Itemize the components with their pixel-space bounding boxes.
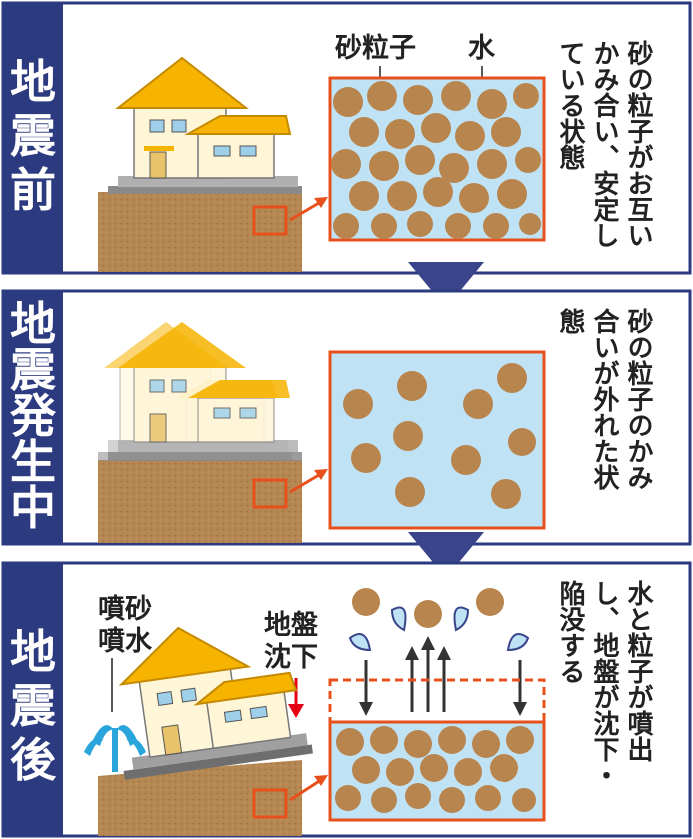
zoom-marker	[252, 788, 288, 819]
soil-block	[98, 760, 302, 836]
description-column: ている状態	[555, 40, 585, 170]
description-column: 合いが外れた状	[589, 307, 619, 490]
panel-label-char: 地	[10, 625, 56, 679]
description-column: 陥没する	[555, 579, 585, 684]
panel-during: 地 震 発 生 中	[1, 289, 692, 546]
water-spout-label: 噴水	[98, 626, 153, 657]
panel-after: 地 震 後 噴砂 噴水 地盤 沈下	[1, 561, 692, 838]
soil-block	[98, 460, 302, 543]
water-spout-icon	[84, 725, 146, 772]
description-column: し、地盤が沈下・	[589, 580, 619, 788]
zoom-marker	[252, 205, 288, 236]
panel-label-char: 地	[10, 55, 56, 109]
panel-label-char: 後	[10, 733, 57, 787]
subsidence-label: 地盤	[264, 610, 319, 641]
panel-label-char: 震	[10, 679, 56, 733]
ejected-particles	[348, 588, 530, 652]
particle-box-loose	[328, 350, 546, 530]
zoom-marker	[252, 478, 288, 509]
panel-label-char: 地	[10, 297, 56, 351]
panel-label-char: 震	[10, 343, 56, 397]
panel-label-char: 発	[10, 389, 57, 443]
panel-label-char: 震	[10, 109, 56, 163]
description-column: 砂の粒子がお互い	[623, 40, 653, 248]
water-label: 水	[468, 33, 496, 64]
droplet-icon	[506, 633, 530, 652]
down-arrow-icon	[408, 532, 484, 578]
description-column: 態	[555, 307, 585, 334]
subsidence-label: 沈下	[264, 642, 318, 673]
panel-label-bg	[3, 563, 63, 836]
droplet-icon	[453, 606, 470, 632]
droplet-icon	[390, 606, 407, 632]
flow-arrows	[359, 636, 527, 716]
sand-boil-label: 噴砂	[98, 594, 152, 625]
panel-label-char: 中	[10, 481, 56, 535]
panel-before: 地 震 前 砂粒子 水	[1, 1, 692, 275]
description-column: 水と粒子が噴出	[623, 580, 653, 762]
description-column: 砂の粒子のかみ	[623, 308, 653, 490]
panel-label-bg	[3, 3, 63, 273]
house-icon	[108, 322, 302, 461]
particle-box-dense	[328, 76, 546, 242]
down-arrow-icon	[408, 262, 484, 308]
panel-label-bg	[3, 291, 63, 544]
panel-label-char: 生	[10, 435, 56, 489]
panel-label-char: 前	[10, 163, 56, 217]
description-column: かみ合い、安定し	[589, 40, 619, 248]
tilted-house-icon	[118, 626, 313, 780]
house-icon	[108, 56, 302, 194]
particle-box-settled	[328, 678, 546, 822]
sand-particle-label: 砂粒子	[335, 33, 416, 64]
droplet-icon	[348, 633, 372, 652]
soil-block	[98, 192, 302, 272]
